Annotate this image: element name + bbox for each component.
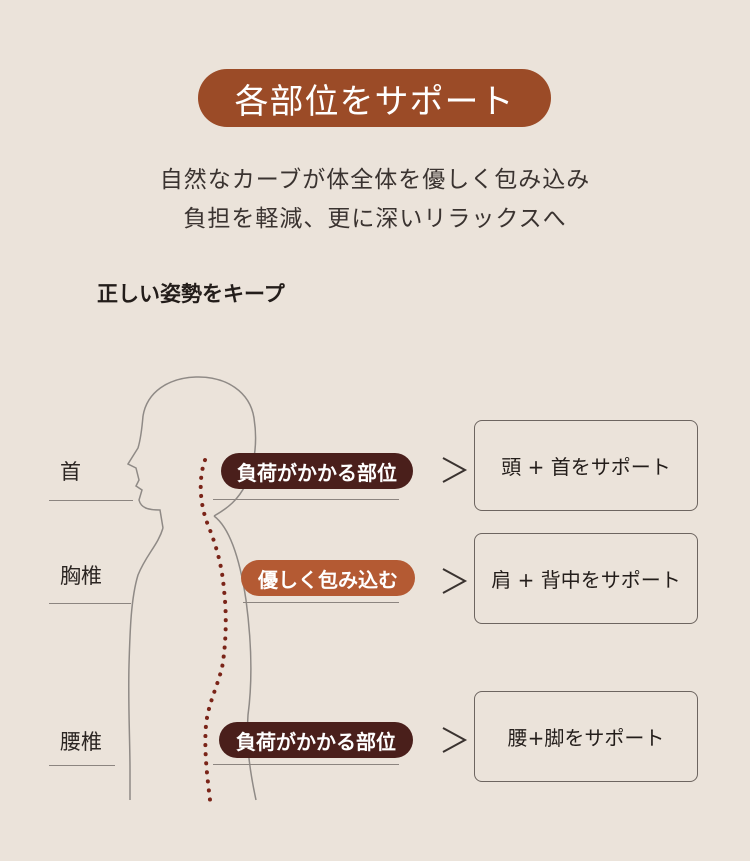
title-pill: 各部位をサポート bbox=[198, 69, 551, 127]
part-underline bbox=[49, 765, 115, 766]
chevron-right-icon bbox=[442, 457, 468, 483]
tag-load-lumbar: 負荷がかかる部位 bbox=[219, 722, 413, 758]
tag-underline bbox=[213, 499, 399, 500]
tag-underline bbox=[213, 764, 399, 765]
part-label-neck: 首 bbox=[60, 460, 81, 484]
section-heading: 正しい姿勢をキープ bbox=[97, 282, 285, 306]
subtitle-line-1: 自然なカーブが体全体を優しく包み込み bbox=[159, 167, 591, 193]
chevron-right-icon bbox=[442, 727, 468, 753]
subtitle-line-2: 負担を軽減、更に深いリラックスへ bbox=[183, 206, 567, 232]
tag-gentle-wrap: 優しく包み込む bbox=[241, 560, 415, 596]
support-label: 肩 + 背中をサポート bbox=[491, 568, 681, 592]
part-label-lumbar: 腰椎 bbox=[60, 730, 102, 754]
support-label: 腰+脚をサポート bbox=[507, 726, 665, 750]
part-label-thoracic: 胸椎 bbox=[60, 564, 102, 588]
part-underline bbox=[49, 500, 133, 501]
support-box-shoulder-back: 肩 + 背中をサポート bbox=[474, 533, 698, 624]
face-outline bbox=[126, 415, 164, 529]
support-box-waist-legs: 腰+脚をサポート bbox=[474, 691, 698, 782]
front-body-outline bbox=[127, 527, 164, 800]
part-underline bbox=[49, 603, 131, 604]
support-label: 頭 + 首をサポート bbox=[501, 455, 671, 479]
tag-load-neck: 負荷がかかる部位 bbox=[221, 453, 413, 489]
page-title: 各部位をサポート bbox=[234, 81, 515, 122]
tag-underline bbox=[243, 602, 399, 603]
support-box-head-neck: 頭 + 首をサポート bbox=[474, 420, 698, 511]
chevron-right-icon bbox=[442, 568, 468, 594]
head-outline bbox=[142, 376, 257, 517]
